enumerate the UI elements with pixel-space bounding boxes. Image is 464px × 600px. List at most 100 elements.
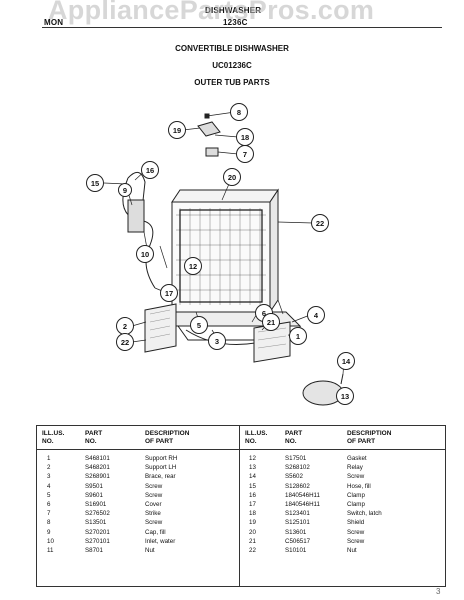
table-row: 17 1840546H11 Clamp bbox=[239, 501, 445, 510]
table-row: 1 S468101 Support RH bbox=[37, 455, 239, 464]
callout-20: 20 bbox=[223, 168, 241, 186]
part-no-cell: S270101 bbox=[85, 537, 110, 545]
callout-18: 18 bbox=[236, 128, 254, 146]
parts-table: ILL.US. NO. PART NO. DESCRIPTION OF PART… bbox=[36, 425, 446, 587]
part-no-cell: S468101 bbox=[85, 455, 110, 462]
callout-9: 9 bbox=[118, 183, 132, 197]
callout-8: 8 bbox=[230, 103, 248, 121]
col-header-ill-no-right: ILL.US. NO. bbox=[245, 430, 268, 445]
callout-22-bottom: 22 bbox=[116, 333, 134, 351]
callout-14: 14 bbox=[337, 352, 355, 370]
description-cell: Support LH bbox=[145, 464, 177, 472]
callout-16: 16 bbox=[141, 161, 159, 179]
exploded-parts-diagram bbox=[103, 111, 345, 406]
ill-no-cell: 2 bbox=[47, 464, 51, 472]
part-no-cell: C506517 bbox=[285, 537, 311, 545]
ill-no-cell: 15 bbox=[249, 482, 256, 490]
description-cell: Support RH bbox=[145, 455, 178, 462]
header-model-label: MON bbox=[44, 18, 64, 27]
callout-3: 3 bbox=[208, 332, 226, 350]
col-header-part-no-right: PART NO. bbox=[285, 430, 303, 445]
description-cell: Relay bbox=[347, 464, 363, 472]
latch-shield bbox=[197, 121, 221, 137]
callout-12: 12 bbox=[184, 257, 202, 275]
description-cell: Clamp bbox=[347, 491, 365, 499]
description-cell: Gasket bbox=[347, 455, 367, 462]
ill-no-cell: 1 bbox=[47, 455, 51, 462]
callout-13: 13 bbox=[336, 387, 354, 405]
ill-no-cell: 17 bbox=[249, 501, 256, 508]
callout-17: 17 bbox=[160, 284, 178, 302]
callout-22-top: 22 bbox=[311, 214, 329, 232]
tub-right-face bbox=[269, 188, 279, 314]
fill-hose-loop bbox=[127, 171, 146, 211]
part-no-cell: S13501 bbox=[85, 519, 107, 527]
table-header-rule bbox=[37, 449, 445, 450]
water-inlet bbox=[127, 199, 145, 233]
part-no-cell: S276502 bbox=[85, 510, 110, 518]
ill-no-cell: 4 bbox=[47, 482, 51, 490]
part-no-cell: S5602 bbox=[285, 473, 303, 481]
tub-front-face bbox=[171, 201, 271, 313]
part-no-cell: S17501 bbox=[285, 455, 307, 462]
ill-no-cell: 9 bbox=[47, 528, 51, 536]
header-category: DISHWASHER bbox=[205, 6, 262, 15]
ill-no-cell: 10 bbox=[47, 537, 54, 545]
ill-no-cell: 7 bbox=[47, 510, 51, 518]
description-cell: Strike bbox=[145, 510, 161, 518]
ill-no-cell: 18 bbox=[249, 510, 256, 518]
description-cell: Shield bbox=[347, 519, 365, 527]
description-cell: Screw bbox=[347, 473, 365, 481]
description-cell: Nut bbox=[145, 547, 155, 554]
part-no-cell: S468201 bbox=[85, 464, 110, 472]
part-no-cell: S125101 bbox=[285, 519, 310, 527]
ill-no-cell: 16 bbox=[249, 491, 256, 499]
description-cell: Cap, fill bbox=[145, 528, 166, 536]
part-no-cell: S9601 bbox=[85, 491, 103, 499]
tub-opening bbox=[179, 209, 263, 303]
fill-hose bbox=[122, 177, 156, 289]
part-no-cell: 1840546H11 bbox=[285, 501, 320, 508]
description-cell: Switch, latch bbox=[347, 510, 382, 518]
description-cell: Nut bbox=[347, 547, 357, 554]
description-cell: Clamp bbox=[347, 501, 365, 508]
callout-7: 7 bbox=[236, 145, 254, 163]
ill-no-cell: 8 bbox=[47, 519, 51, 527]
col-header-description-left: DESCRIPTION OF PART bbox=[145, 430, 190, 445]
description-cell: Screw bbox=[145, 482, 163, 490]
part-no-cell: S13601 bbox=[285, 528, 307, 536]
callout-10: 10 bbox=[136, 245, 154, 263]
table-row: 19 S125101 Shield bbox=[239, 519, 445, 528]
relay-screw bbox=[340, 373, 344, 385]
part-no-cell: S16901 bbox=[85, 501, 107, 508]
ill-no-cell: 19 bbox=[249, 519, 256, 527]
description-cell: Brace, rear bbox=[145, 473, 176, 481]
ill-no-cell: 21 bbox=[249, 537, 256, 545]
table-row: 7 S276502 Strike bbox=[37, 510, 239, 519]
section-title: OUTER TUB PARTS bbox=[194, 78, 270, 87]
part-no-cell: S10101 bbox=[285, 547, 307, 554]
ill-no-cell: 6 bbox=[47, 501, 51, 508]
ill-no-cell: 20 bbox=[249, 528, 256, 536]
callout-1: 1 bbox=[289, 327, 307, 345]
page-mark: 3 bbox=[436, 587, 441, 596]
ill-no-cell: 22 bbox=[249, 547, 256, 554]
model-number-title: UC01236C bbox=[212, 61, 252, 70]
diagram-title: CONVERTIBLE DISHWASHER bbox=[175, 44, 289, 53]
callout-19: 19 bbox=[168, 121, 186, 139]
